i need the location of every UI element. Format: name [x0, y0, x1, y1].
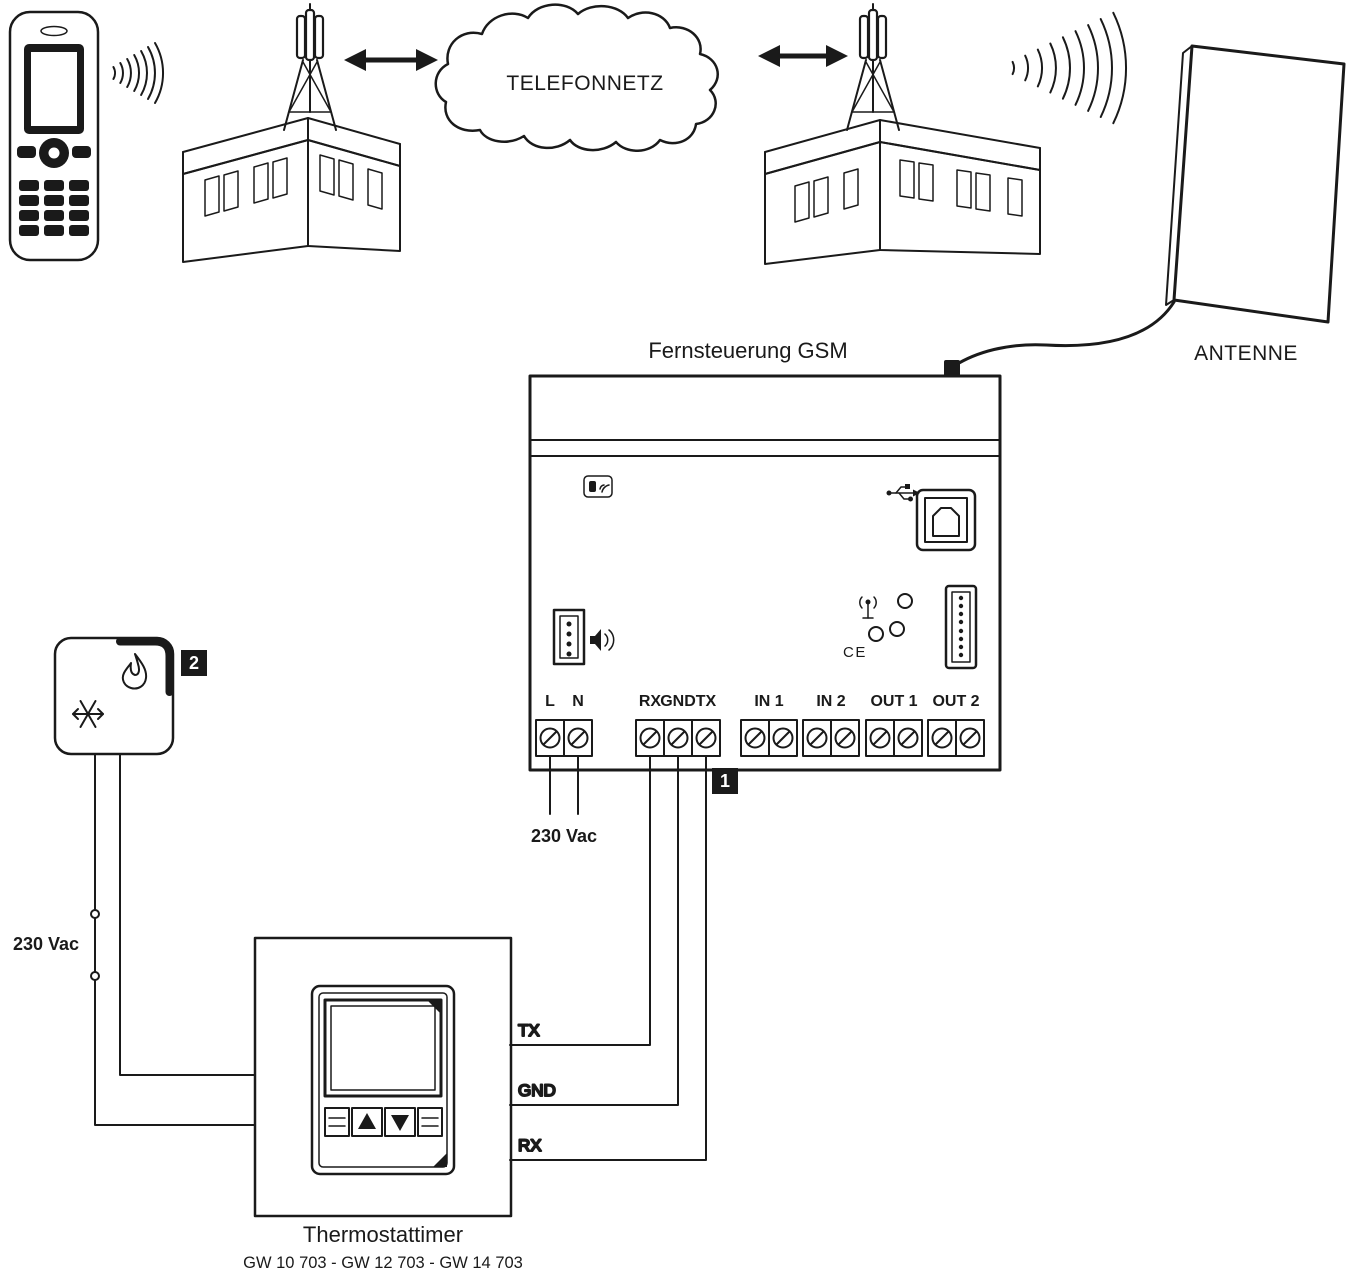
snowflake-icon	[72, 700, 104, 728]
load-unit: 2 230 Vac	[13, 636, 256, 1126]
ce-mark: CE	[843, 644, 867, 661]
marker-2: 2	[181, 650, 207, 676]
thermostat-display	[323, 998, 443, 1098]
thermostat-frame	[310, 984, 456, 1176]
antenna-cable	[952, 300, 1176, 368]
terminal-label-rx: RX	[639, 693, 662, 710]
terminal-blocks	[535, 719, 985, 757]
terminal-screw	[535, 719, 565, 757]
set-button	[417, 1107, 443, 1137]
down-button	[384, 1107, 416, 1137]
wire-gnd	[509, 755, 679, 1106]
marker-1-label: 1	[720, 771, 730, 791]
wire-label-rx: RX	[518, 1136, 542, 1155]
mobile-phone-icon	[8, 10, 100, 262]
terminal-screw	[830, 719, 860, 757]
mains-label-left: 230 Vac	[13, 934, 79, 954]
usb-icon	[886, 484, 920, 502]
network-cloud: TELEFONNETZ	[434, 3, 719, 152]
wire-label-tx: TX	[518, 1021, 540, 1040]
bidirectional-arrow-right	[758, 45, 848, 67]
antenna-cable-connector	[944, 360, 960, 377]
serial-wires: TX GND RX	[509, 755, 707, 1161]
phone-keypad	[19, 180, 89, 236]
right-antenna-tower-icon	[846, 3, 900, 131]
terminal-screw	[802, 719, 832, 757]
flame-icon	[121, 653, 148, 690]
mode-button	[324, 1107, 350, 1137]
thermostat-housing	[253, 936, 513, 1218]
terminal-screw	[865, 719, 895, 757]
gsm-unit-housing	[528, 374, 1002, 772]
external-antenna: ANTENNE	[944, 44, 1346, 377]
gsm-unit: Fernsteuerung GSM	[528, 338, 1002, 846]
gsm-unit-title: Fernsteuerung GSM	[648, 338, 847, 363]
terminal-screw	[955, 719, 985, 757]
marker-1: 1	[712, 768, 738, 794]
rf-connector-4pin	[552, 608, 586, 666]
wire-tx	[509, 755, 651, 1046]
load-unit-wires	[90, 753, 256, 1126]
led-indicator	[868, 626, 884, 642]
terminal-screw	[563, 719, 593, 757]
terminal-label-in2: IN 2	[816, 693, 845, 710]
terminal-screw	[663, 719, 693, 757]
terminal-label-in1: IN 1	[754, 693, 783, 710]
up-arrow-icon	[358, 1113, 376, 1129]
thermostat-models: GW 10 703 - GW 12 703 - GW 14 703	[243, 1254, 523, 1272]
speaker-icon	[590, 629, 615, 651]
left-antenna-tower-icon	[283, 3, 337, 131]
antenna-label: ANTENNE	[1194, 342, 1298, 365]
terminal-screw	[768, 719, 798, 757]
led-indicator	[897, 593, 913, 609]
radio-waves-right-icon	[1011, 11, 1127, 125]
connector-8pin	[944, 584, 978, 670]
terminal-label-tx: TX	[696, 693, 717, 710]
building-windows	[204, 154, 383, 217]
mains-label-top: 230 Vac	[531, 826, 597, 846]
usb-b-port	[915, 488, 977, 552]
terminal-screw	[927, 719, 957, 757]
down-arrow-icon	[391, 1115, 409, 1131]
thermostat-title: Thermostattimer	[303, 1222, 463, 1247]
thermostat-buttons	[324, 1107, 447, 1167]
terminal-screw	[691, 719, 721, 757]
left-building-icon	[182, 117, 401, 263]
network-label: TELEFONNETZ	[506, 72, 663, 95]
terminal-screw	[893, 719, 923, 757]
terminal-label-gnd: GND	[660, 693, 696, 710]
led-indicator	[889, 621, 905, 637]
terminal-label-out1: OUT 1	[870, 693, 917, 710]
up-button	[351, 1107, 383, 1137]
thermostat-timer: Thermostattimer GW 10 703 - GW 12 703 - …	[243, 936, 523, 1272]
terminal-screw	[635, 719, 665, 757]
wire-rx	[509, 755, 707, 1161]
right-building-icon	[764, 119, 1041, 265]
terminal-label-l: L	[545, 693, 555, 710]
phone-earpiece	[40, 25, 68, 37]
corner-accent	[116, 637, 174, 696]
gsm-antenna-icon	[859, 596, 877, 619]
terminal-screw	[740, 719, 770, 757]
terminal-label-out2: OUT 2	[932, 693, 979, 710]
radio-waves-left-icon	[112, 42, 165, 104]
wire-label-gnd: GND	[518, 1081, 556, 1100]
terminal-label-n: N	[572, 693, 584, 710]
bidirectional-arrow-left	[344, 49, 438, 71]
building-windows	[794, 159, 1023, 223]
marker-2-label: 2	[189, 653, 199, 673]
terminal-labels: L N RX GND TX IN 1 IN 2 OUT 1 OUT 2	[545, 693, 980, 710]
sim-card-icon	[583, 475, 613, 498]
